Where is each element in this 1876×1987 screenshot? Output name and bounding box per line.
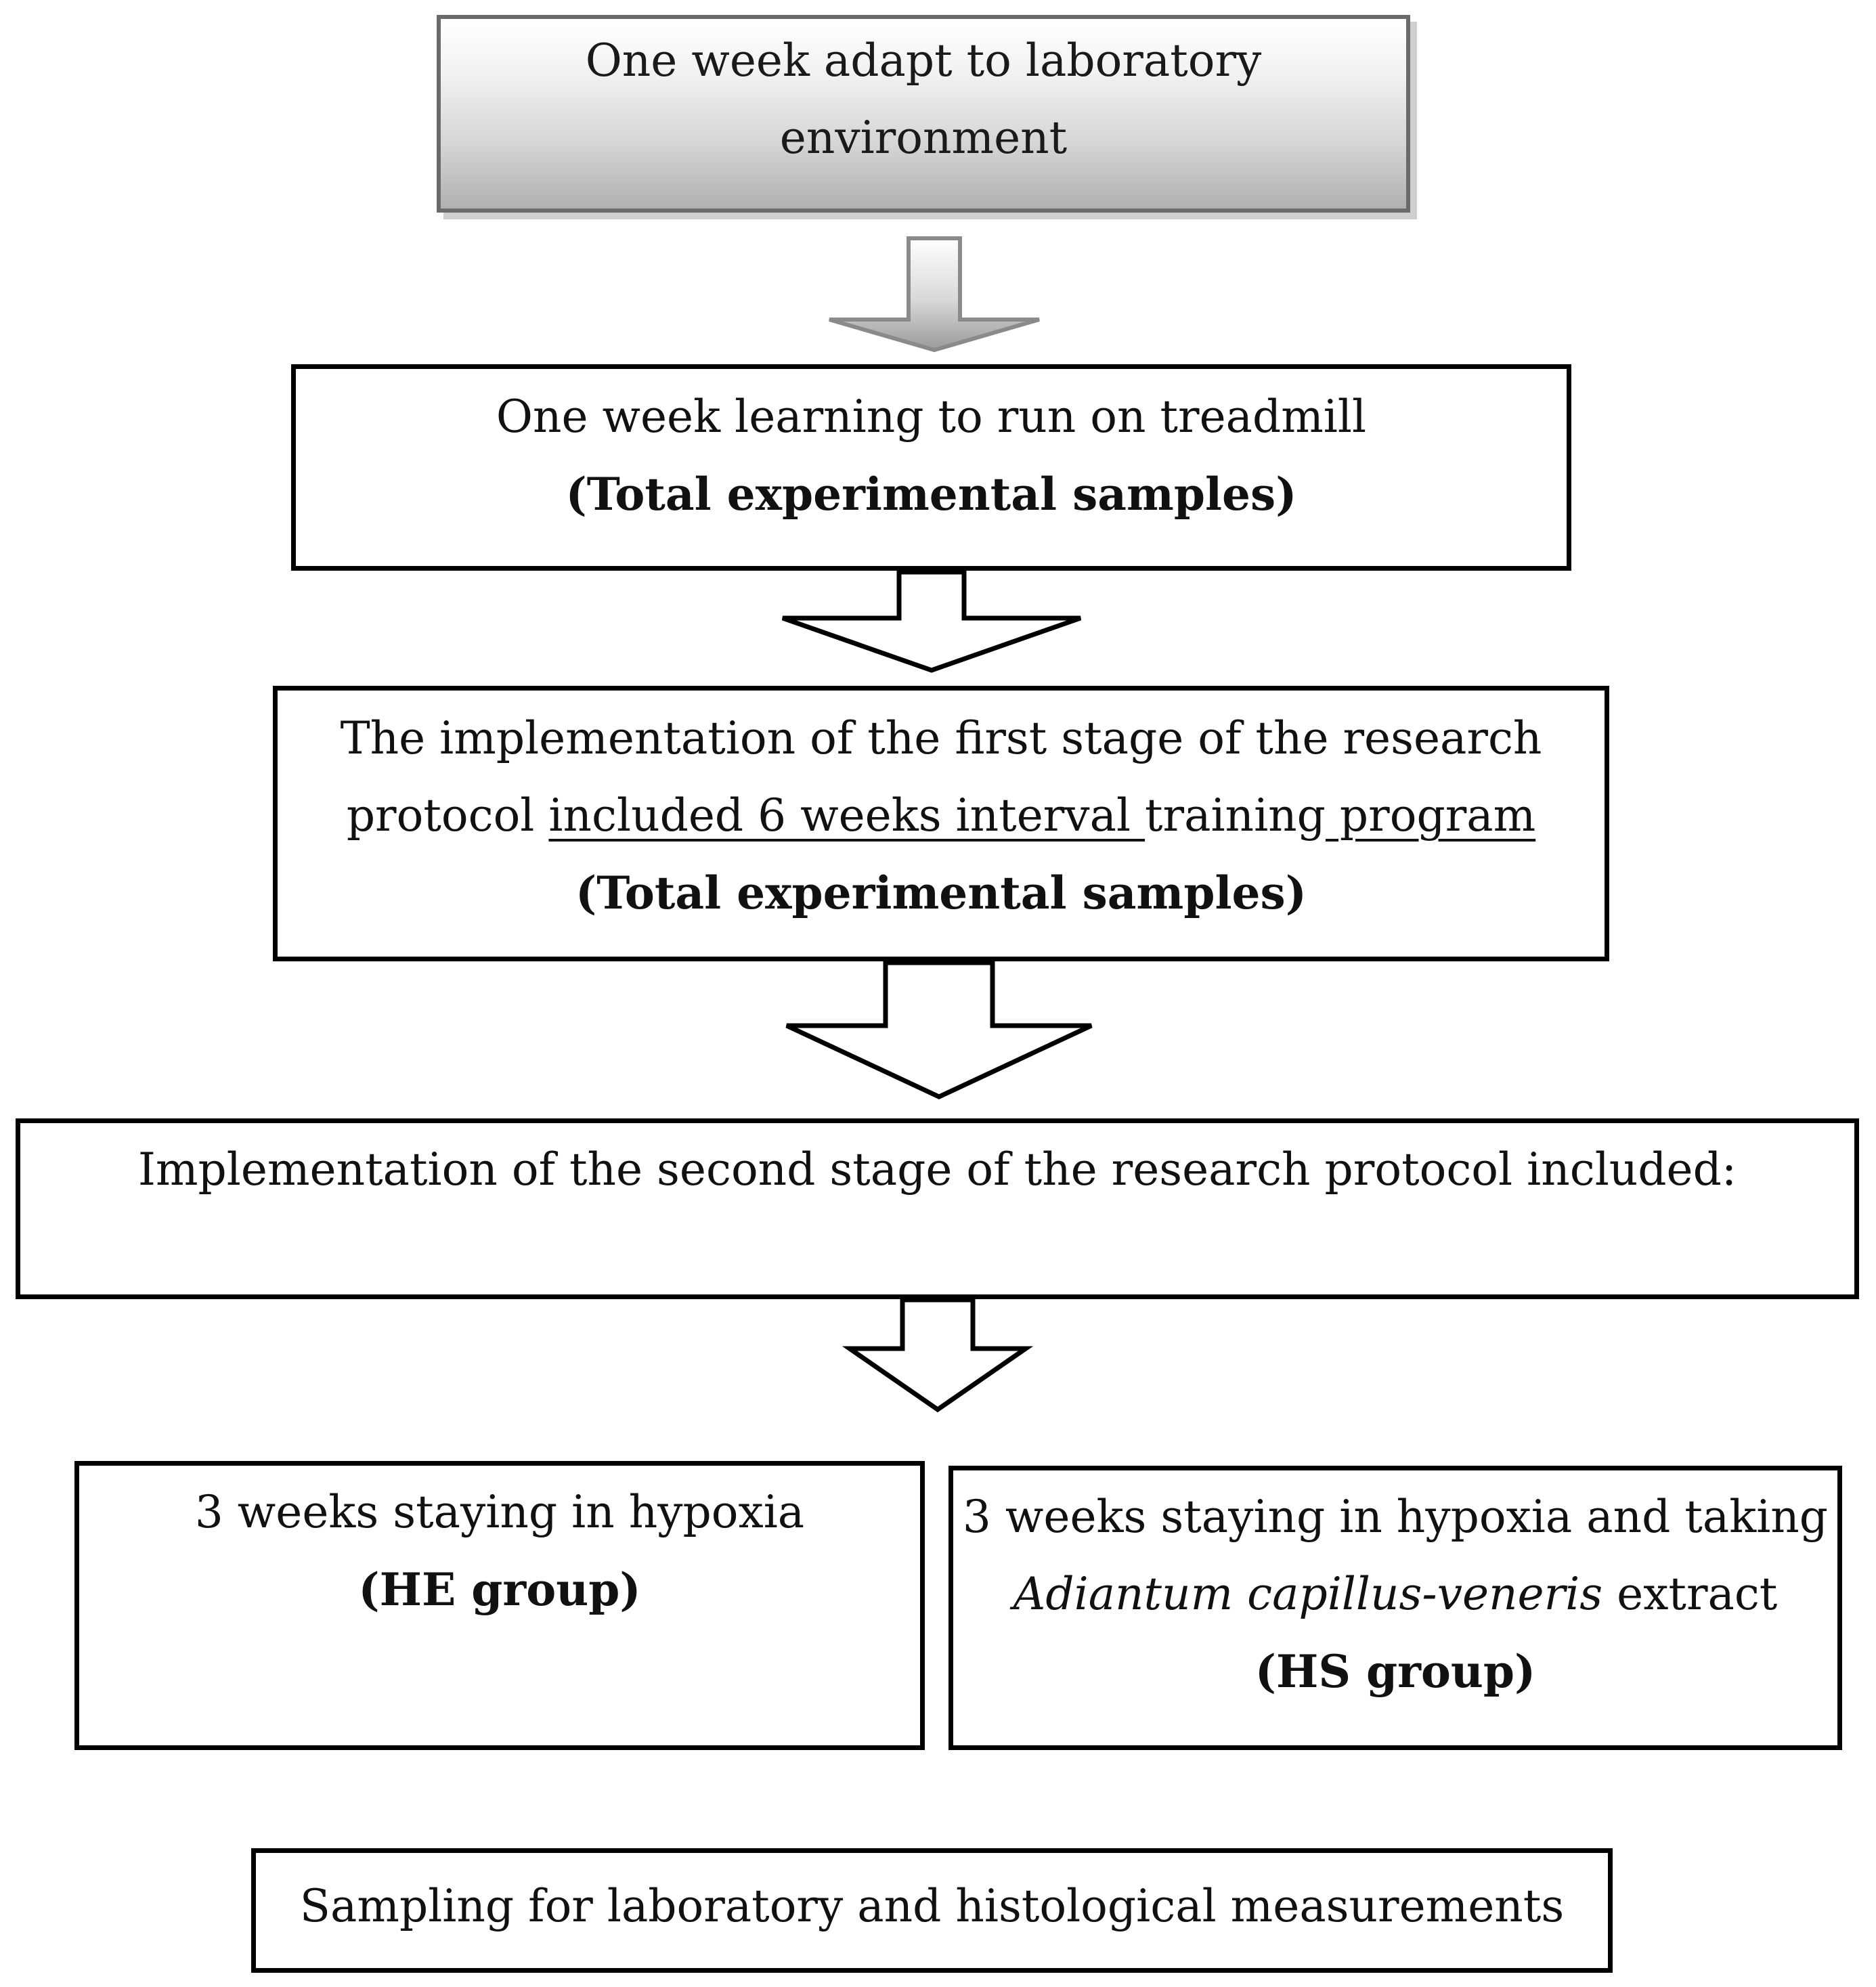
- arrow-down-4: [842, 1297, 1034, 1413]
- step-first-stage: The implementation of the first stage of…: [273, 686, 1609, 961]
- step-first-stage-protocol: protocol: [346, 789, 549, 842]
- step-treadmill-samples: (Total experimental samples): [565, 468, 1297, 521]
- step-treadmill-learning: One week learning to run on treadmill (T…: [291, 364, 1571, 571]
- arrow-down-3: [785, 960, 1093, 1099]
- group-hs-box: 3 weeks staying in hypoxia and taking Ad…: [948, 1466, 1842, 1750]
- group-hs-line2: Adiantum capillus-veneris extract: [953, 1556, 1837, 1633]
- step-adapt-line2: environment: [779, 112, 1068, 164]
- step-first-stage-weeks: included 6 weeks interval: [548, 789, 1146, 842]
- step-adapt-line1: One week adapt to laboratory: [585, 35, 1262, 87]
- group-hs-species: Adiantum capillus-veneris: [1013, 1568, 1603, 1620]
- group-he-label: (HE group): [358, 1563, 641, 1616]
- step-treadmill-line1: One week learning to run on treadmill: [496, 391, 1367, 443]
- group-he-line1: 3 weeks staying in hypoxia: [194, 1486, 805, 1538]
- step-first-stage-samples: (Total experimental samples): [575, 867, 1307, 919]
- step-first-stage-line2: protocol included 6 weeks interval train…: [278, 777, 1605, 854]
- step-adapt-laboratory: One week adapt to laboratory environment: [437, 15, 1410, 213]
- step-first-stage-program: program: [1325, 789, 1536, 842]
- step-sampling: Sampling for laboratory and histological…: [251, 1848, 1613, 1973]
- step-second-stage-line1: Implementation of the second stage of th…: [137, 1143, 1737, 1196]
- step-first-stage-training: training: [1145, 789, 1326, 842]
- group-hs-line1: 3 weeks staying in hypoxia and taking: [962, 1491, 1829, 1543]
- step-first-stage-line1: The implementation of the first stage of…: [340, 712, 1542, 764]
- step-second-stage: Implementation of the second stage of th…: [16, 1118, 1859, 1299]
- group-he-box: 3 weeks staying in hypoxia (HE group): [74, 1461, 925, 1750]
- arrow-down-2: [781, 569, 1082, 673]
- step-sampling-line1: Sampling for laboratory and histological…: [299, 1880, 1565, 1932]
- arrow-down-1: [829, 236, 1040, 353]
- group-hs-label: (HS group): [1255, 1645, 1536, 1698]
- group-hs-extract: extract: [1602, 1568, 1778, 1620]
